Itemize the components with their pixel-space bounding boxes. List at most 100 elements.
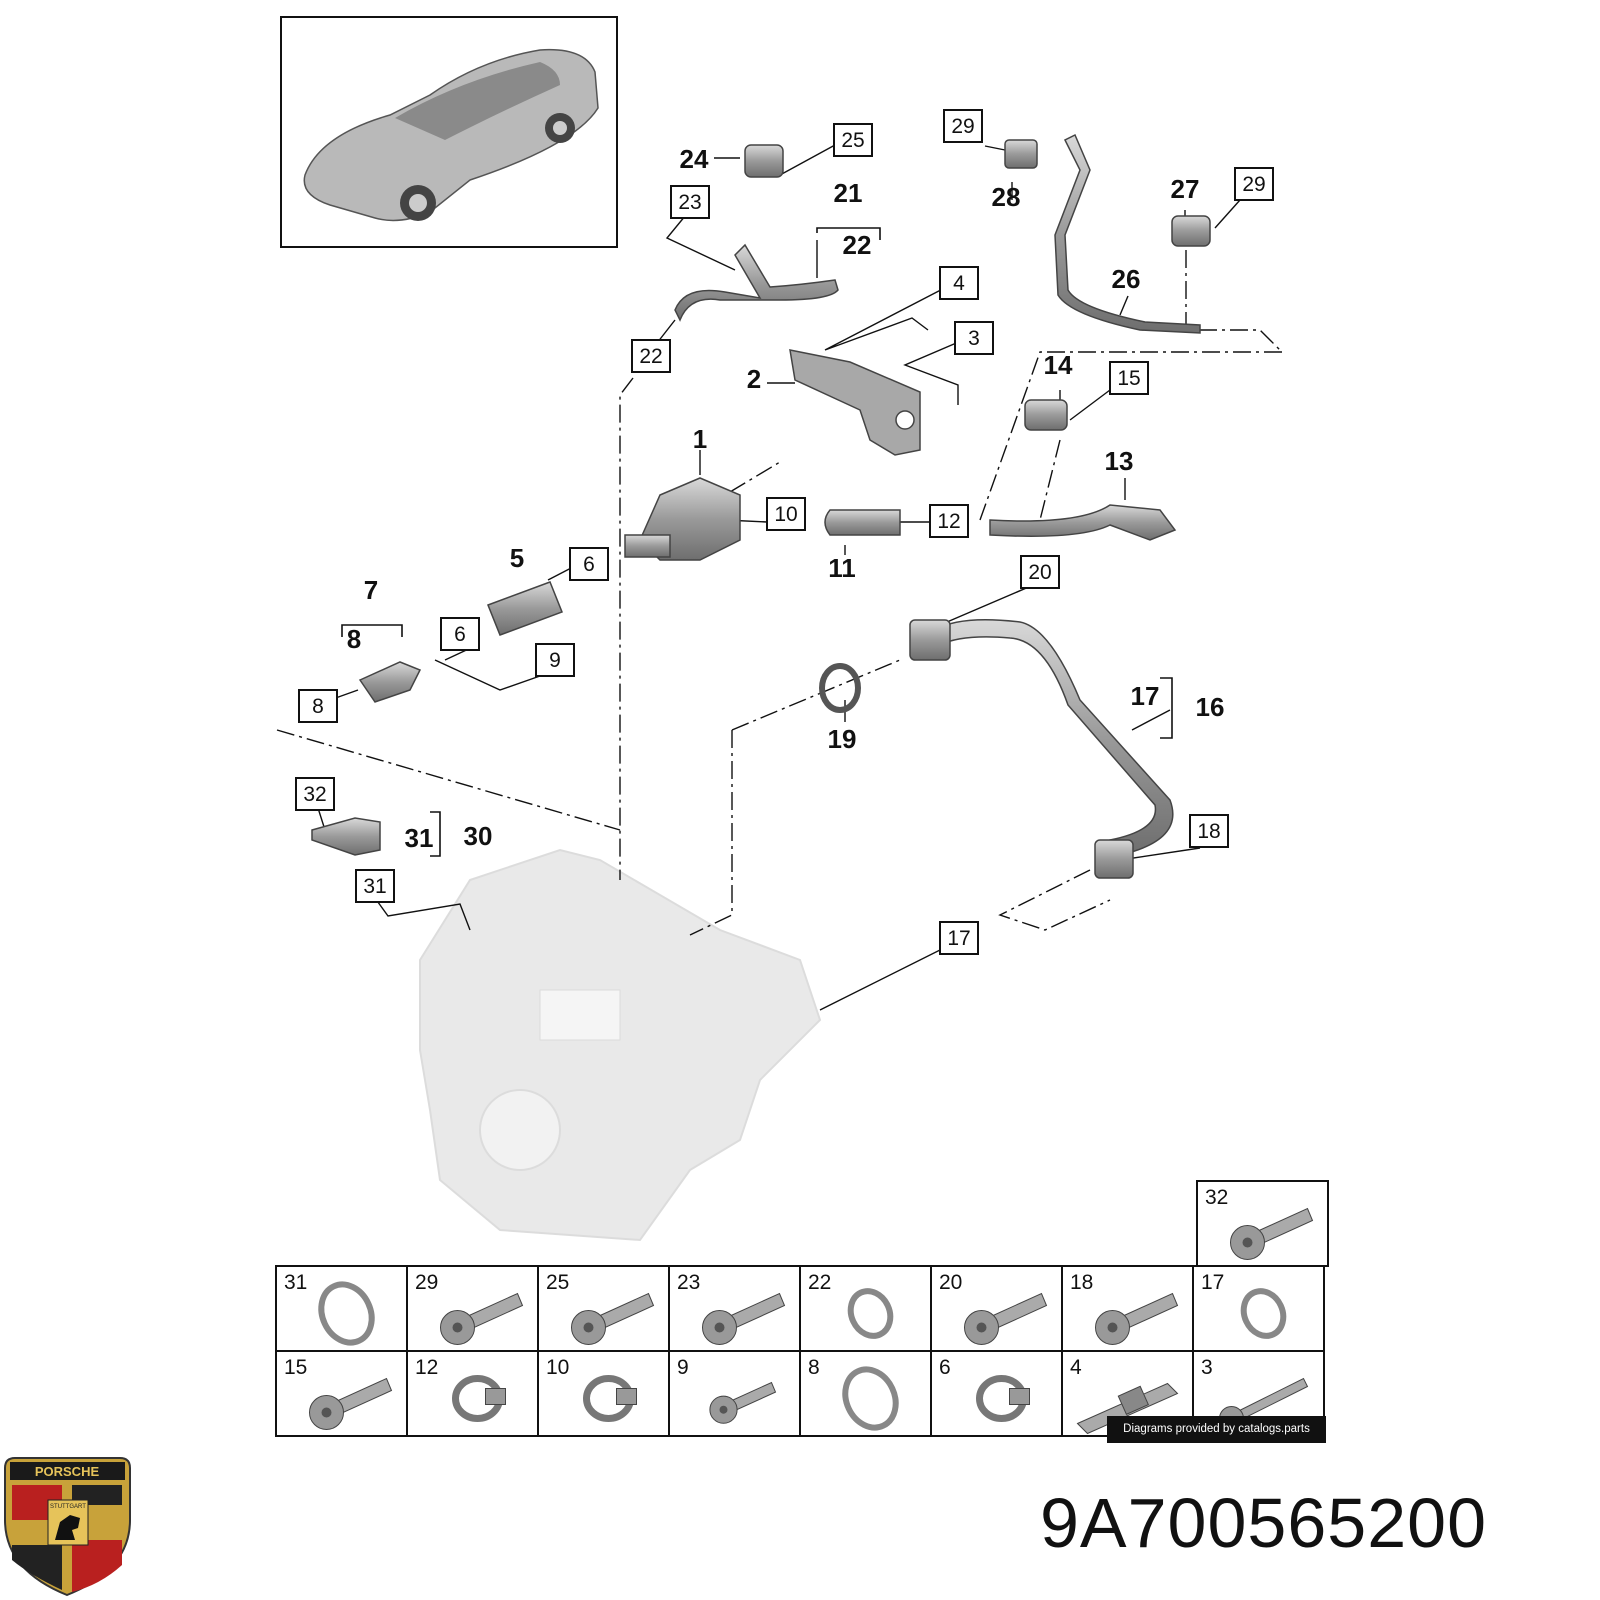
vehicle-thumbnail	[280, 16, 618, 248]
svg-text:27: 27	[1171, 174, 1200, 204]
svg-text:21: 21	[834, 178, 863, 208]
seal-ring-icon	[842, 1366, 899, 1431]
o-ring-icon	[1240, 1288, 1287, 1339]
legend-cell-number: 17	[1201, 1271, 1224, 1294]
flange-bolt-icon	[1095, 1292, 1179, 1345]
svg-text:14: 14	[1044, 350, 1073, 380]
svg-text:STUTTGART: STUTTGART	[50, 1504, 86, 1510]
callout-box: 8	[298, 689, 338, 723]
legend-cell: 18	[1061, 1265, 1194, 1352]
legend-cell: 25	[537, 1265, 670, 1352]
svg-text:15: 15	[1117, 367, 1140, 390]
svg-text:17: 17	[1131, 681, 1160, 711]
svg-text:24: 24	[680, 144, 709, 174]
callout-box: 25	[833, 123, 873, 157]
callout-box: 18	[1189, 814, 1229, 848]
hose-clamp-icon	[583, 1375, 637, 1422]
flange-bolt-icon	[702, 1292, 786, 1345]
callout-box: 23	[670, 185, 710, 219]
svg-text:25: 25	[841, 129, 864, 152]
legend-cell-number: 6	[939, 1356, 951, 1379]
legend-cell: 17	[1192, 1265, 1325, 1352]
legend-cell: 8	[799, 1350, 932, 1437]
flange-bolt-icon	[440, 1292, 524, 1345]
callout-box: 31	[355, 869, 395, 903]
o-ring-icon	[847, 1288, 894, 1339]
svg-text:10: 10	[774, 503, 797, 526]
svg-text:29: 29	[1242, 173, 1265, 196]
svg-text:23: 23	[678, 191, 701, 214]
legend-cell: 32	[1196, 1180, 1329, 1267]
legend-cell: 23	[668, 1265, 801, 1352]
svg-text:17: 17	[947, 927, 970, 950]
svg-text:22: 22	[639, 345, 662, 368]
svg-text:2: 2	[747, 364, 761, 394]
leader-lines	[317, 144, 1241, 1011]
svg-text:11: 11	[828, 553, 856, 583]
diagram-credit: Diagrams provided by catalogs.parts	[1107, 1416, 1326, 1443]
legend-cell: 31	[275, 1265, 408, 1352]
svg-text:13: 13	[1105, 446, 1134, 476]
svg-text:30: 30	[464, 821, 493, 851]
small-bolt-icon	[709, 1381, 777, 1424]
callout-box: 22	[631, 339, 671, 373]
svg-text:28: 28	[992, 182, 1021, 212]
svg-text:6: 6	[454, 623, 466, 646]
hose-clamp-icon	[976, 1375, 1030, 1422]
svg-text:26: 26	[1112, 264, 1141, 294]
svg-text:32: 32	[303, 783, 326, 806]
svg-text:16: 16	[1196, 692, 1225, 722]
legend-cell-number: 31	[284, 1271, 307, 1294]
stud-bolt-icon	[1076, 1382, 1179, 1435]
callout-box: 17	[939, 921, 979, 955]
svg-text:18: 18	[1197, 820, 1220, 843]
boxed-callouts: 25 23 22 4 3 10 12 6 6 9 8 29 29 15 20 1…	[295, 109, 1274, 955]
svg-text:PORSCHE: PORSCHE	[35, 1464, 100, 1479]
part-number: 9A700565200	[1040, 1484, 1487, 1562]
svg-text:20: 20	[1028, 561, 1051, 584]
svg-text:9: 9	[549, 649, 561, 672]
callout-box: 4	[939, 266, 979, 300]
legend-cell-number: 25	[546, 1271, 569, 1294]
svg-text:22: 22	[843, 230, 872, 260]
svg-text:1: 1	[693, 424, 707, 454]
svg-text:3: 3	[968, 327, 980, 350]
engine-silhouette	[419, 848, 822, 1242]
legend-cell-number: 15	[284, 1356, 307, 1379]
bracket-markers	[341, 227, 1173, 857]
legend-cell: 10	[537, 1350, 670, 1437]
svg-text:7: 7	[364, 575, 378, 605]
legend-cell-number: 18	[1070, 1271, 1093, 1294]
svg-text:29: 29	[951, 115, 974, 138]
torx-bolt-icon	[309, 1377, 393, 1430]
legend-cell-number: 9	[677, 1356, 689, 1379]
flange-bolt-icon	[964, 1292, 1048, 1345]
callout-box: 12	[929, 504, 969, 538]
legend-cell: 9	[668, 1350, 801, 1437]
callout-box: 32	[295, 777, 335, 811]
legend-cell-number: 20	[939, 1271, 962, 1294]
svg-text:31: 31	[363, 875, 386, 898]
flange-bolt-icon	[1230, 1207, 1314, 1260]
legend-cell: 12	[406, 1350, 539, 1437]
callout-box: 15	[1109, 361, 1149, 395]
callout-box: 10	[766, 497, 806, 531]
callout-box: 29	[943, 109, 983, 143]
svg-text:12: 12	[937, 510, 960, 533]
hose-clamp-icon	[452, 1375, 506, 1422]
svg-text:5: 5	[510, 543, 524, 573]
parts-illustration	[311, 133, 1211, 879]
legend-cell: 15	[275, 1350, 408, 1437]
legend-cell-number: 8	[808, 1356, 820, 1379]
legend-cell: 6	[930, 1350, 1063, 1437]
legend-cell-number: 4	[1070, 1356, 1082, 1379]
svg-text:6: 6	[583, 553, 595, 576]
bold-callouts: 24 21 22 28 27 26 2 1 14 13 11 5 7 8 17 …	[347, 144, 1225, 853]
callout-box: 29	[1234, 167, 1274, 201]
seal-ring-icon	[318, 1281, 375, 1346]
legend-cell: 22	[799, 1265, 932, 1352]
legend-cell-number: 10	[546, 1356, 569, 1379]
callout-box: 6	[569, 547, 609, 581]
